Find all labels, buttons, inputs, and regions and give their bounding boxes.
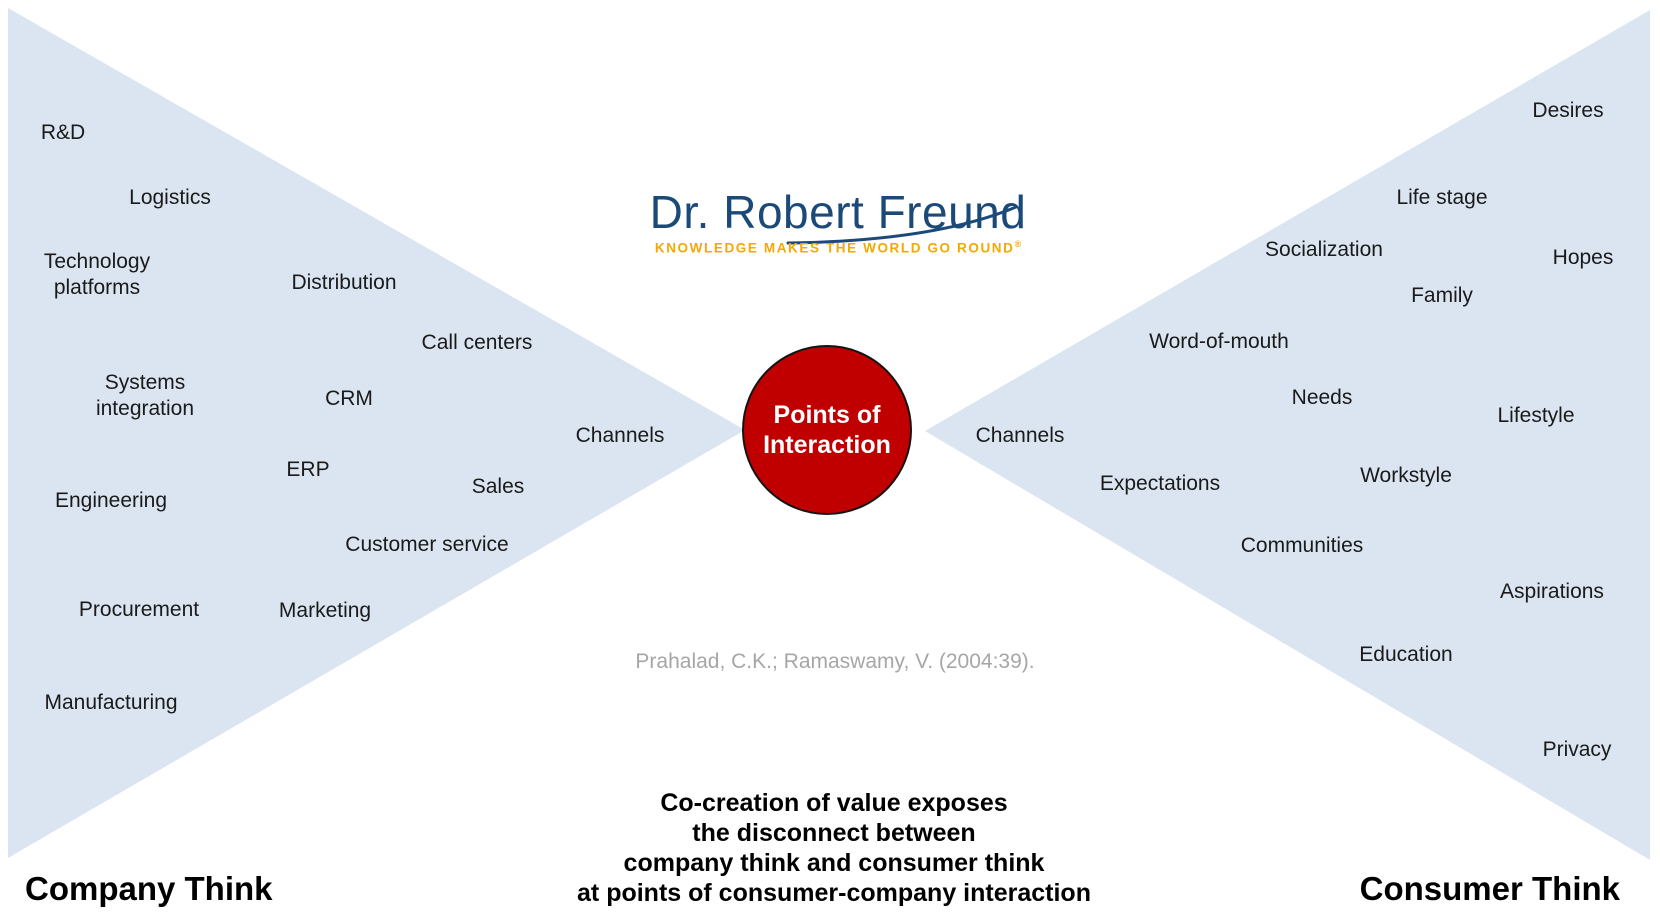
company-item-systems-integration: Systems integration (95, 371, 195, 420)
consumer-item-family: Family (1411, 284, 1473, 307)
consumer-item-desires: Desires (1532, 99, 1604, 122)
company-item-rd: R&D (40, 121, 86, 144)
consumer-think-triangle (925, 10, 1650, 860)
company-item-distribution: Distribution (291, 271, 397, 294)
company-item-sales: Sales (471, 475, 525, 498)
company-item-procurement: Procurement (78, 598, 200, 621)
consumer-item-aspirations: Aspirations (1500, 580, 1604, 603)
consumer-item-needs: Needs (1291, 386, 1353, 409)
caption-text: Co-creation of value exposes the disconn… (577, 789, 1091, 907)
consumer-item-workstyle: Workstyle (1360, 464, 1452, 487)
company-item-logistics: Logistics (129, 186, 211, 209)
consumer-item-lifestyle: Lifestyle (1497, 404, 1575, 427)
company-item-marketing: Marketing (278, 599, 372, 622)
logo-swoosh-icon (786, 205, 1018, 245)
company-item-erp: ERP (286, 458, 330, 481)
consumer-item-life-stage: Life stage (1396, 186, 1488, 209)
company-item-channels: Channels (575, 424, 665, 447)
consumer-think-title: Consumer Think (1359, 870, 1620, 907)
company-item-technology-platforms: Technology platforms (43, 250, 151, 299)
company-item-crm: CRM (325, 387, 373, 410)
company-item-call-centers: Call centers (421, 331, 533, 354)
consumer-item-education: Education (1359, 643, 1453, 666)
consumer-item-channels: Channels (975, 424, 1065, 447)
consumer-item-hopes: Hopes (1552, 246, 1614, 269)
citation-text: Prahalad, C.K.; Ramaswamy, V. (2004:39). (635, 650, 1035, 673)
consumer-item-socialization: Socialization (1265, 238, 1383, 261)
points-of-interaction-label: Points of Interaction (763, 401, 891, 459)
logo-tagline-text: KNOWLEDGE MAKES THE WORLD GO ROUND (654, 240, 1015, 256)
consumer-item-communities: Communities (1240, 534, 1364, 557)
points-of-interaction-circle: Points of Interaction (742, 345, 912, 515)
consumer-item-privacy: Privacy (1542, 738, 1612, 761)
registered-trademark-icon: ® (1014, 238, 1022, 249)
logo-tagline: KNOWLEDGE MAKES THE WORLD GO ROUND® (655, 239, 1021, 256)
company-think-title: Company Think (25, 870, 273, 907)
consumer-item-word-of-mouth: Word-of-mouth (1149, 330, 1289, 353)
company-item-customer-service: Customer service (345, 533, 509, 556)
consumer-item-expectations: Expectations (1099, 472, 1221, 495)
company-item-manufacturing: Manufacturing (44, 691, 178, 714)
company-think-triangle (8, 8, 745, 858)
logo-wordmark: Dr. Robert Freund (649, 186, 1027, 238)
company-item-engineering: Engineering (54, 489, 168, 512)
